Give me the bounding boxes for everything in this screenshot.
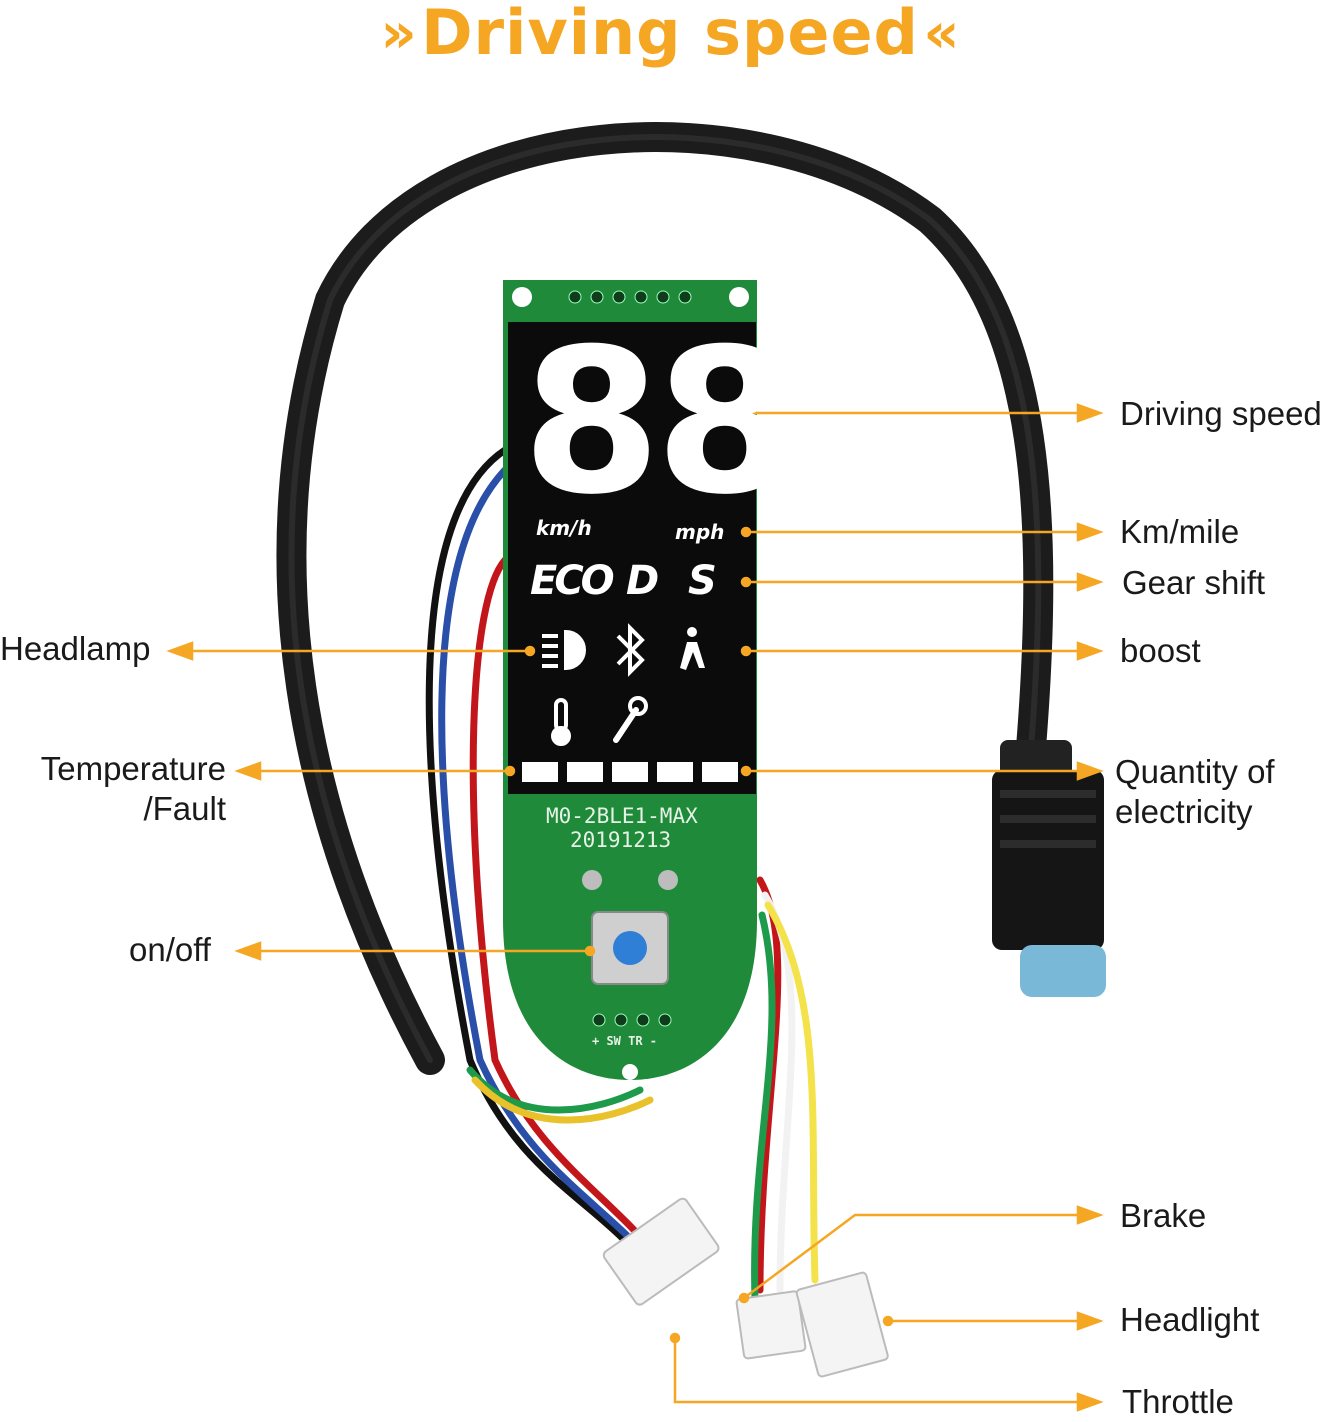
unit-mph: mph [675,520,725,544]
label-temperature-line1: Temperature [40,750,226,787]
battery-bars [522,762,738,782]
label-temperature-line2: /Fault [143,790,226,827]
gear-d: D [626,558,660,604]
label-gear-shift: Gear shift [1122,564,1266,601]
gear-eco: ECO [530,558,615,604]
label-throttle: Throttle [1122,1383,1234,1420]
wire-bundle-right [751,876,819,1304]
label-quantity-line1: Quantity of [1115,753,1275,790]
unit-kmh: km/h [536,516,592,540]
title-text: Driving speed [421,0,919,69]
headlamp-icon [542,629,586,671]
board-pins: + SW TR - [592,1034,658,1048]
bluetooth-icon [616,623,645,677]
label-brake: Brake [1120,1197,1207,1234]
label-headlamp: Headlamp [0,630,151,667]
thermometer-icon [551,698,571,746]
wrench-icon [613,696,648,743]
label-headlight: Headlight [1120,1301,1260,1338]
page-title: » Driving speed « [0,0,1340,66]
throttle-plug [602,1197,720,1306]
label-quantity-line2: electricity [1115,793,1253,830]
chevron-left-icon: « [923,1,960,66]
chevron-right-icon: » [380,1,417,66]
label-driving-speed: Driving speed [1120,395,1322,432]
board-model: M0-2BLE1-MAX [546,804,698,828]
board-date: 20191213 [570,828,672,852]
speed-digits: 88 [522,306,794,539]
label-on-off: on/off [129,931,211,968]
walking-person-icon [680,627,705,670]
callout-lines [166,403,1104,1412]
headlight-plug [795,1271,889,1378]
gear-s: S [688,558,717,604]
wire-bundle-left [425,446,666,1274]
waterproof-connector [992,740,1106,997]
label-boost: boost [1120,632,1201,669]
brake-plug [735,1290,807,1360]
label-km-mile: Km/mile [1120,513,1240,550]
